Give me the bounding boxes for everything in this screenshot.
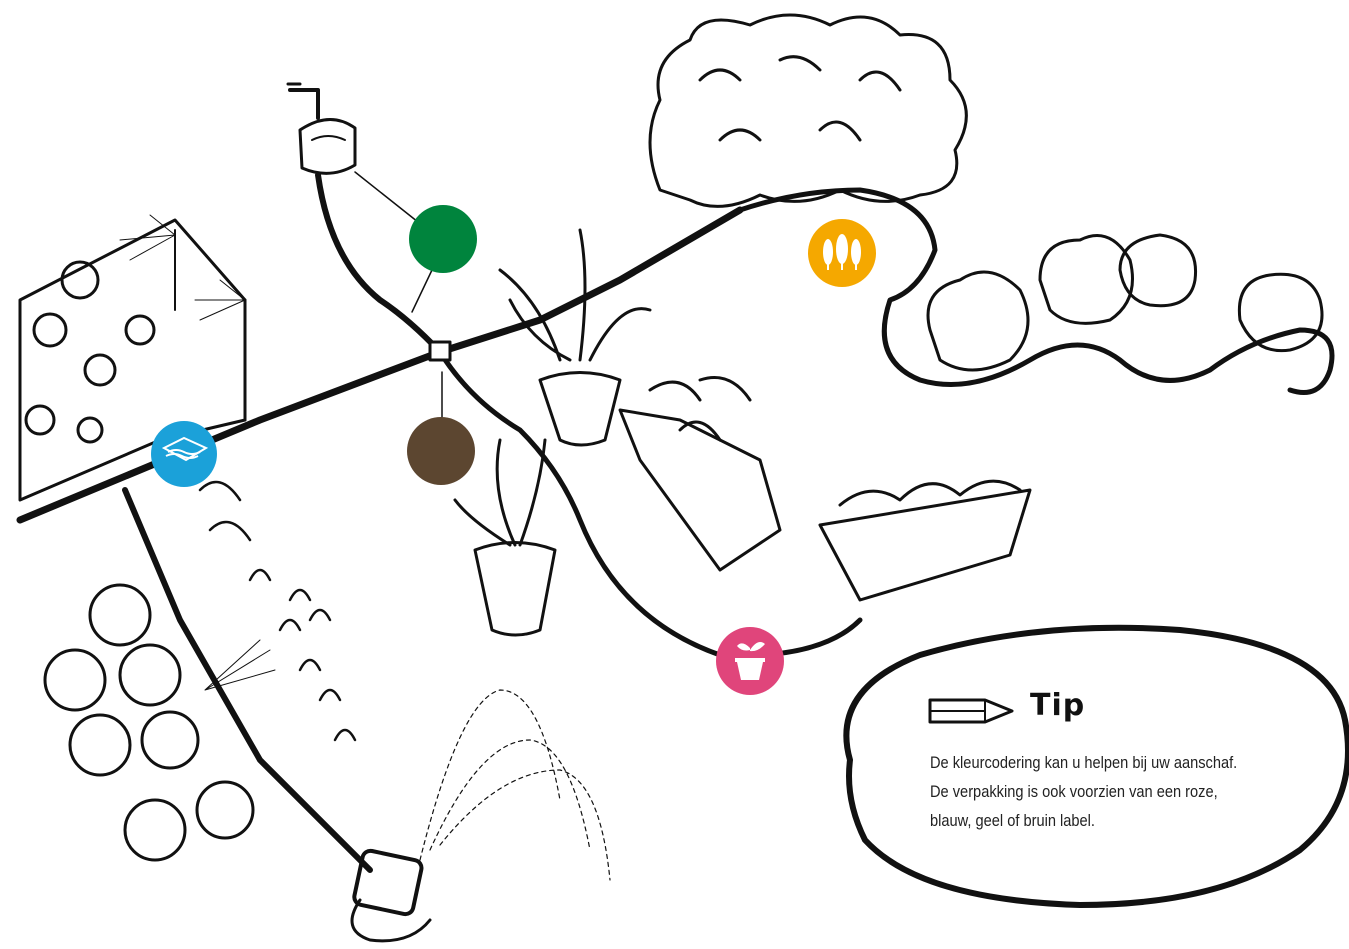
planter-boxes xyxy=(620,378,1030,601)
cabbages xyxy=(45,585,253,860)
potted-plants xyxy=(455,230,650,635)
water-tap xyxy=(288,84,355,173)
tip-text: De kleurcodering kan u helpen bij uw aan… xyxy=(930,748,1283,835)
pink-marker xyxy=(716,627,784,695)
hose-connector xyxy=(430,342,450,360)
brown-marker xyxy=(407,417,475,485)
hedge-bush xyxy=(650,15,966,206)
yellow-marker xyxy=(808,219,876,287)
sprinkler xyxy=(352,690,610,941)
tip-line: De verpakking is ook voorzien van een ro… xyxy=(930,777,1283,806)
pencil-icon xyxy=(930,700,1012,722)
tip-title: Tip xyxy=(1030,688,1085,723)
shrub-row xyxy=(928,235,1322,370)
trees-icon xyxy=(823,234,861,270)
tip-line: blauw, geel of bruin label. xyxy=(930,806,1283,835)
tip-line: De kleurcodering kan u helpen bij uw aan… xyxy=(930,748,1283,777)
blue-marker xyxy=(151,421,217,487)
green-marker xyxy=(409,205,477,273)
